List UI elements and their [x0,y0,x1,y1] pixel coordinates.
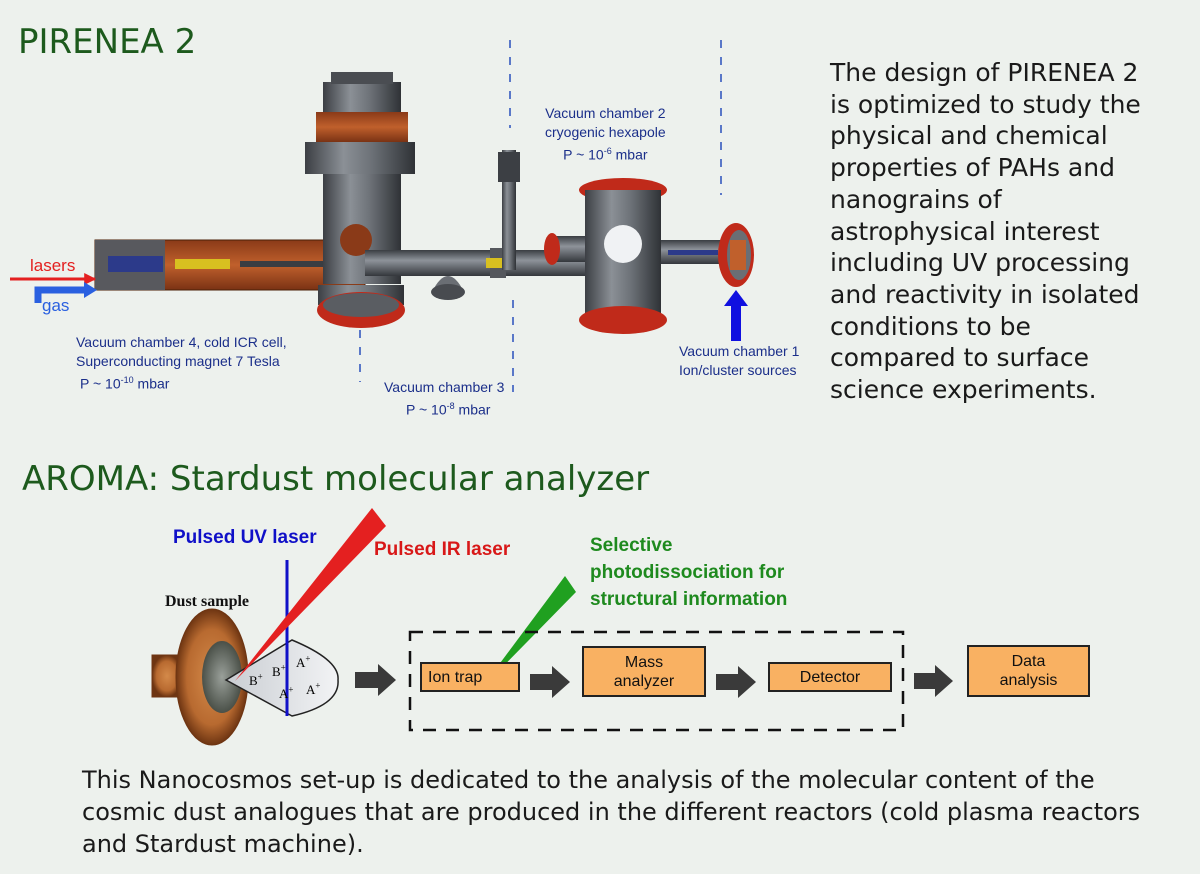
ion-label-b2: B+ [272,663,286,680]
chamber3-pressure: P ~ 10-8 mbar [406,401,491,418]
aroma-title: AROMA: Stardust molecular analyzer [22,459,650,499]
chamber2-label: Vacuum chamber 2 cryogenic hexapole P ~ … [545,104,666,165]
ir-laser-label: Pulsed IR laser [374,539,511,560]
chamber1-line1: Vacuum chamber 1 [679,343,800,359]
chamber4-pressure: P ~ 10-10 mbar [80,375,170,392]
chamber4-label: Vacuum chamber 4, cold ICR cell, Superco… [76,333,287,394]
data-analysis-line1: Data [1011,653,1046,670]
mass-analyzer-line1: Mass [624,653,664,671]
ion-plume [224,639,339,717]
ion-trap-label: Ion trap [428,668,483,686]
dust-sample-label: Dust sample [165,593,250,610]
bottom-description: This Nanocosmos set-up is dedicated to t… [82,766,1141,858]
mass-analyzer-line2: analyzer [613,672,675,690]
chamber3-line1: Vacuum chamber 3 [384,379,505,395]
chamber2-cross [544,178,731,334]
selective-photodissociation-label: Selective photodissociation for structur… [590,532,787,613]
ion-label-a1: A+ [296,654,311,671]
magnet-tube [94,239,366,291]
gas-arrow [34,286,86,303]
dust-sample-disk [151,608,249,746]
selective-line3: structural information [590,589,788,610]
chamber1-line2: Ion/cluster sources [679,362,797,378]
ir-laser-cone [235,508,386,681]
flow-arrows [355,664,953,698]
detector-box: Detector [768,662,892,692]
ion-label-a2: A+ [279,685,294,702]
chamber2-pressure: P ~ 10-6 mbar [563,146,648,163]
lasers-label: lasers [30,256,76,275]
data-analysis-box: Data analysis [967,645,1090,697]
ion-trap-box: Ion trap [420,662,520,692]
chamber1-source [718,223,754,287]
data-analysis-line2: analysis [999,672,1058,689]
chamber4-line2: Superconducting magnet 7 Tesla [76,353,280,369]
ion-trap-enclosure [408,630,905,732]
selective-line1: Selective [590,535,673,556]
beam-line [365,150,595,300]
chamber3-label: Vacuum chamber 3 P ~ 10-8 mbar [384,378,504,420]
chamber2-line1: Vacuum chamber 2 [545,105,666,121]
gas-label: gas [42,296,70,315]
chamber2-line2: cryogenic hexapole [545,124,666,140]
chamber4-line1: Vacuum chamber 4, cold ICR cell, [76,334,287,350]
pirenea-title: PIRENEA 2 [18,22,197,62]
mass-analyzer-box: Mass analyzer [582,646,706,697]
chamber1-label: Vacuum chamber 1 Ion/cluster sources [679,342,799,380]
ion-label-a3: A+ [306,681,321,698]
chamber-separator-lines [359,40,722,392]
pirenea-description: The design of PIRENEA 2 is optimized to … [830,58,1141,405]
uv-laser-label: Pulsed UV laser [173,527,317,548]
detector-label: Detector [799,668,861,686]
ion-label-b1: B+ [249,672,263,689]
selective-line2: photodissociation for [590,562,785,583]
ion-source-arrow [724,290,748,341]
